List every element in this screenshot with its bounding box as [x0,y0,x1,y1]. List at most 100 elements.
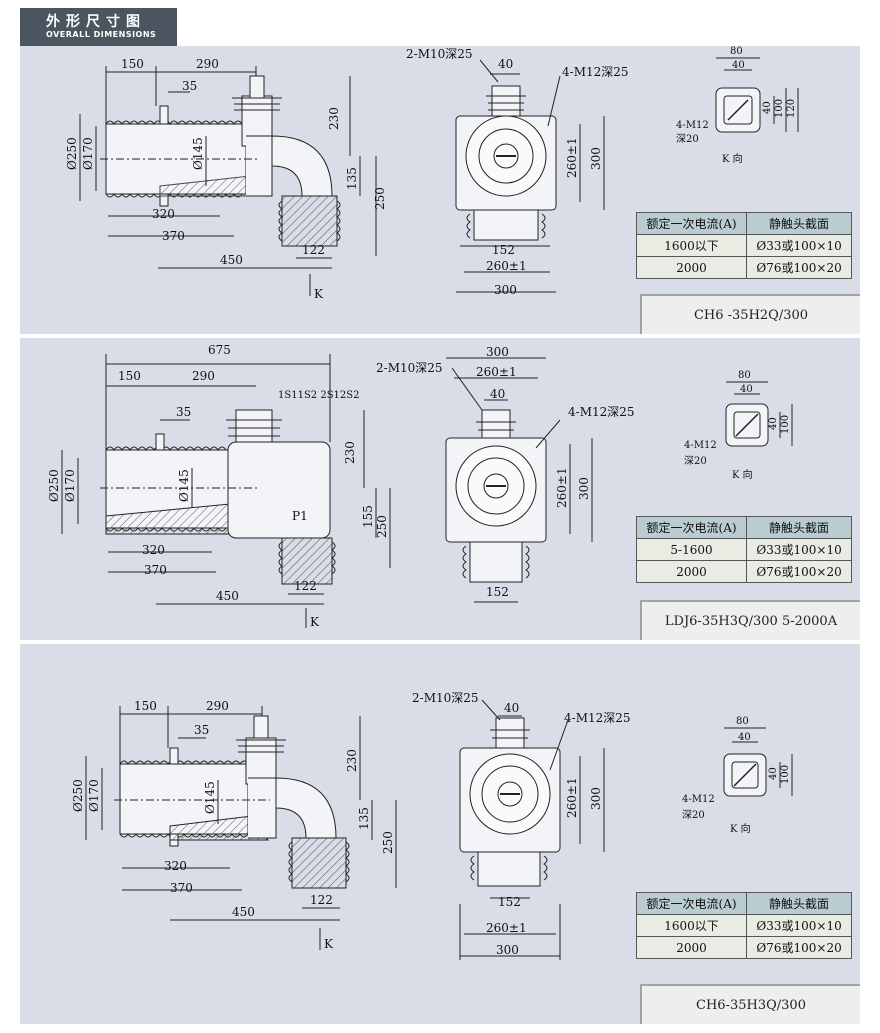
dim-320: 320 [152,207,175,221]
dim-290: 290 [206,699,229,713]
dim-300-horizontal: 300 [496,943,519,957]
dim-290: 290 [192,369,215,383]
k-dim-80: 80 [736,716,749,727]
side-sheds-top [105,120,243,125]
drawing-ch6-35h3q: 150 290 35 230 135 250 Ø250 Ø170 Ø145 32… [71,691,793,960]
k-dim-100: 100 [780,765,791,784]
panel-ldj6-35h3q: 675 150 290 35 1S11S2 2S12S2 230 155 250… [20,338,860,640]
k-dim-100: 100 [774,99,785,118]
m12-label: 4-M12深25 [564,711,631,725]
dim-135: 135 [357,807,371,830]
dia-250: Ø250 [65,137,79,170]
k-view-title: K 向 [730,822,751,835]
dim-40: 40 [490,387,505,401]
k-dim-40-vertical: 40 [768,767,779,780]
header-title-en: OVERALL DIMENSIONS [46,30,157,39]
k-arrow-label: K [324,937,334,951]
dim-260-top: 260±1 [476,365,517,379]
k-arrow-label: K [314,287,324,301]
dia-250: Ø250 [47,469,61,502]
dim-230: 230 [327,107,341,130]
table-row: 1600以下 Ø33或100×10 [635,914,852,937]
dim-152: 152 [498,895,521,909]
k-m12-label: 4-M12 [682,794,715,805]
k-deep-label: 深20 [682,809,705,821]
dim-300-vertical: 300 [577,477,591,500]
k-dim-120: 120 [786,99,797,118]
dia-145: Ø145 [191,137,205,170]
spec-table: 额定一次电流(A) 静触头截面 1600以下 Ø33或100×10 2000 Ø… [635,892,852,959]
dim-290: 290 [196,57,219,71]
section-header: 外形尺寸图 OVERALL DIMENSIONS [20,8,177,46]
dia-250: Ø250 [71,779,85,812]
dim-122: 122 [302,243,325,257]
dim-320: 320 [164,859,187,873]
dia-170: Ø170 [63,469,77,502]
k-dim-40-vertical: 40 [768,417,779,430]
spec-table: 额定一次电流(A) 静触头截面 1600以下 Ø33或100×10 2000 Ø… [635,212,852,279]
table-header-current: 额定一次电流(A) [635,516,748,539]
table-header-section: 静触头截面 [746,516,852,539]
dia-145: Ø145 [177,469,191,502]
k-dim-80: 80 [730,46,743,57]
dim-300-horizontal: 300 [494,283,517,297]
dim-320: 320 [142,543,165,557]
dim-370: 370 [170,881,193,895]
secondary-terminals: 1S11S2 2S12S2 [278,390,359,401]
k-dim-40: 40 [732,60,745,71]
model-label: LDJ6-35H3Q/300 5-2000A [640,600,860,640]
p1-label: P1 [292,509,308,523]
k-deep-label: 深20 [684,455,707,467]
table-header-current: 额定一次电流(A) [635,892,748,915]
model-label: CH6-35H3Q/300 [640,984,860,1024]
dim-155: 155 [361,505,375,528]
dim-260-vertical: 260±1 [555,467,569,508]
k-deep-label: 深20 [676,133,699,145]
dim-150: 150 [121,57,144,71]
k-m12-label: 4-M12 [676,120,709,131]
dim-35: 35 [176,405,191,419]
dim-250: 250 [373,187,387,210]
dim-150: 150 [118,369,141,383]
dim-260-vertical: 260±1 [565,777,579,818]
table-header-section: 静触头截面 [746,212,852,235]
dim-260-horizontal: 260±1 [486,259,527,273]
k-view-title: K 向 [722,152,743,165]
k-view-title: K 向 [732,468,753,481]
dim-230: 230 [343,441,357,464]
m10-label: 2-M10深25 [376,361,443,375]
m10-label: 2-M10深25 [406,47,473,61]
dia-145: Ø145 [203,781,217,814]
m12-label: 4-M12深25 [568,405,635,419]
dim-230: 230 [345,749,359,772]
table-row: 2000 Ø76或100×20 [635,256,852,279]
dim-300-top: 300 [486,345,509,359]
dim-35: 35 [194,723,209,737]
k-dim-40: 40 [738,732,751,743]
k-dim-100: 100 [780,415,791,434]
m12-label: 4-M12深25 [562,65,629,79]
dim-300-vertical: 300 [589,147,603,170]
dim-675: 675 [208,343,231,357]
dim-370: 370 [162,229,185,243]
dim-150: 150 [134,699,157,713]
dim-450: 450 [232,905,255,919]
table-row: 2000 Ø76或100×20 [635,560,852,583]
dim-370: 370 [144,563,167,577]
dim-300-vertical: 300 [589,787,603,810]
table-row: 5-1600 Ø33或100×10 [635,538,852,561]
panel-ch6-35h2q: 150 290 35 230 135 250 Ø250 Ø170 Ø145 32… [20,46,860,334]
spec-table: 额定一次电流(A) 静触头截面 5-1600 Ø33或100×10 2000 Ø… [635,516,852,583]
dim-122: 122 [294,579,317,593]
table-header-section: 静触头截面 [746,892,852,915]
dim-40: 40 [498,57,513,71]
table-row: 2000 Ø76或100×20 [635,936,852,959]
table-header-current: 额定一次电流(A) [635,212,748,235]
dim-152: 152 [486,585,509,599]
model-label: CH6 -35H2Q/300 [640,294,860,334]
dia-170: Ø170 [81,137,95,170]
dim-260-horizontal: 260±1 [486,921,527,935]
dim-260-vertical: 260±1 [565,137,579,178]
dim-135: 135 [345,167,359,190]
k-m12-label: 4-M12 [684,440,717,451]
